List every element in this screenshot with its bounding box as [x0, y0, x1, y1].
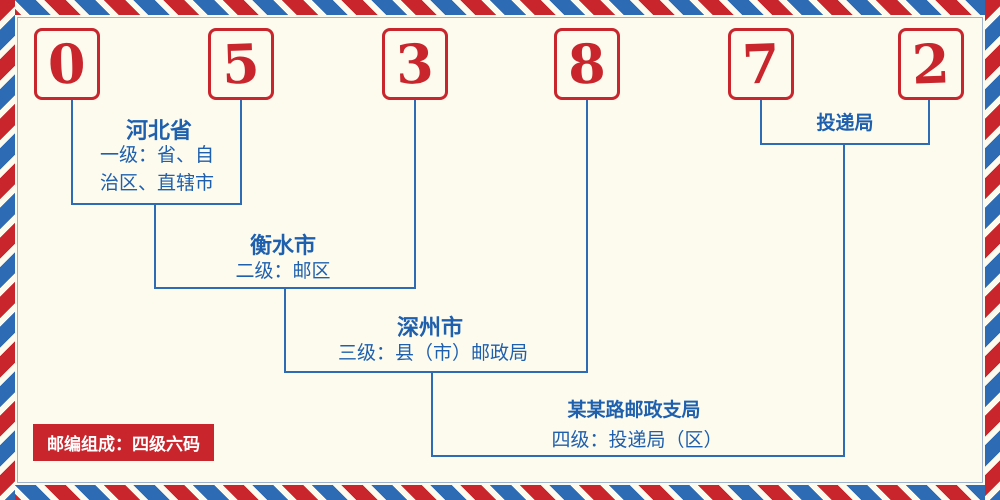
- level1-description-line1: 一级：省、自: [99, 144, 215, 166]
- digit-box-5: 7: [728, 28, 794, 100]
- inner-frame: [17, 17, 983, 483]
- level1-description: 一级：省、自 治区、直辖市: [100, 142, 214, 197]
- airmail-border-top: [0, 0, 1000, 15]
- level4-description: 四级：投递局（区）: [551, 429, 723, 451]
- connector-level3-to-level4: [431, 371, 433, 457]
- level4-office-name: 某某路邮政支局: [567, 399, 701, 421]
- level1-region-name: 河北省: [125, 119, 193, 144]
- connector-delivery-left: [760, 100, 762, 145]
- connector-level1-to-level2: [154, 203, 156, 289]
- digit-3: 3: [395, 31, 435, 97]
- connector-level2-to-level3: [284, 287, 286, 373]
- level2-description: 二级：邮区: [235, 260, 331, 282]
- connector-level1-bottom: [71, 203, 242, 205]
- digit-box-1: 0: [34, 28, 100, 100]
- delivery-office-label: 投递局: [816, 112, 874, 134]
- airmail-border-left: [0, 0, 15, 500]
- level1-description-line2: 治区、直辖市: [99, 171, 215, 194]
- level2-region-name: 衡水市: [249, 234, 317, 259]
- digit-box-4: 8: [554, 28, 620, 100]
- connector-level4-right: [843, 143, 845, 457]
- airmail-border-bottom: [0, 485, 1000, 500]
- airmail-border-right: [985, 0, 1000, 500]
- digit-box-6: 2: [898, 28, 964, 100]
- digit-4: 8: [567, 31, 607, 97]
- connector-delivery-right: [928, 100, 930, 145]
- connector-level3-right: [586, 100, 588, 373]
- level3-region-name: 深州市: [396, 316, 464, 341]
- connector-level1-right: [240, 100, 242, 205]
- level3-description: 三级：县（市）邮政局: [337, 342, 529, 364]
- digit-1: 0: [47, 31, 87, 97]
- connector-level2-right: [414, 100, 416, 289]
- digit-2: 5: [221, 31, 261, 97]
- digit-box-2: 5: [208, 28, 274, 100]
- digit-box-3: 3: [382, 28, 448, 100]
- connector-level4-bottom: [431, 455, 845, 457]
- digit-5: 7: [741, 31, 781, 97]
- connector-level1-left: [71, 100, 73, 205]
- connector-delivery-bottom: [760, 143, 930, 145]
- connector-level3-bottom: [284, 371, 588, 373]
- digit-6: 2: [911, 31, 951, 97]
- footer-badge: 邮编组成：四级六码: [33, 424, 214, 461]
